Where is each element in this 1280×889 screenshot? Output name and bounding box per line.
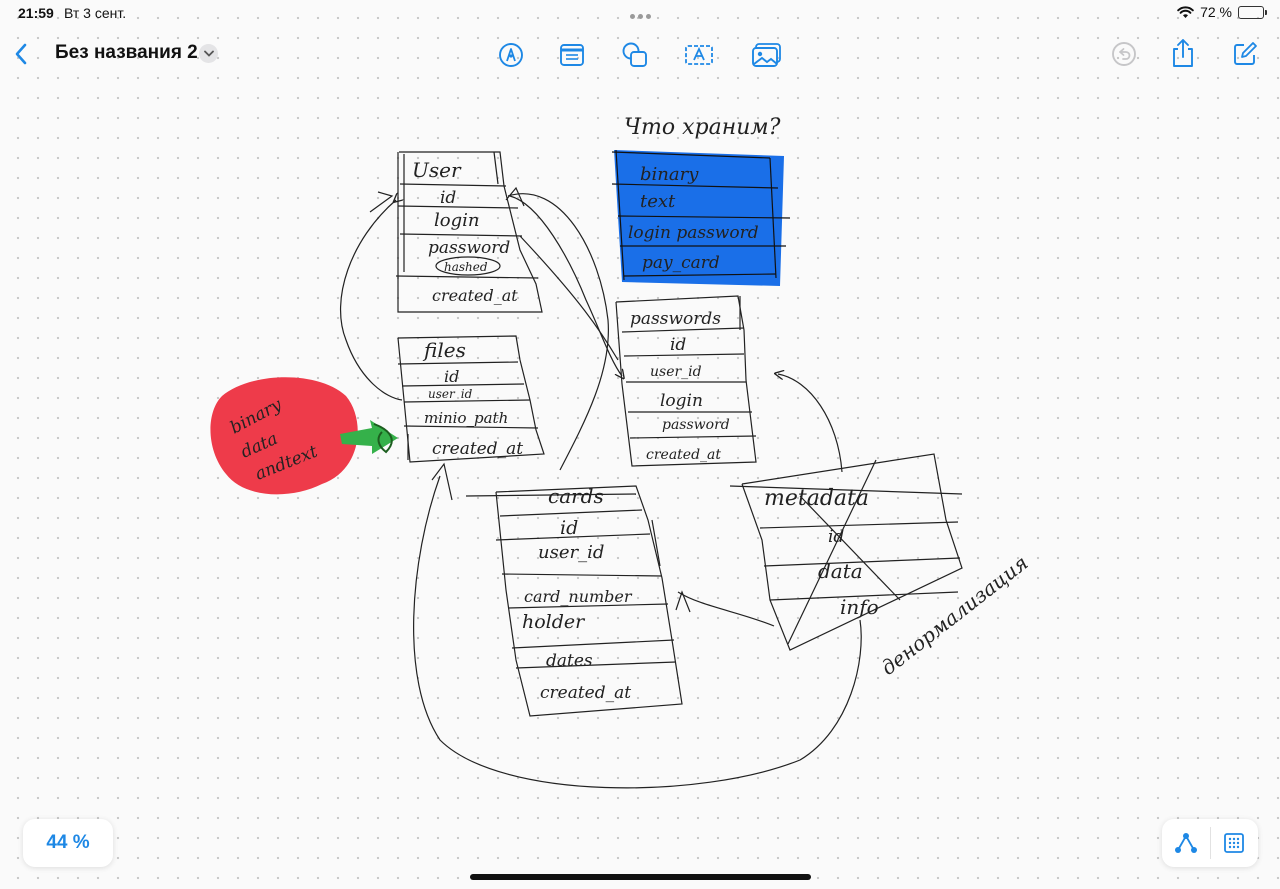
media-button[interactable] <box>751 40 783 70</box>
pen-tool-button[interactable] <box>497 41 525 69</box>
nodes-icon <box>1174 833 1197 853</box>
metadata-table <box>729 453 963 651</box>
hashed-annotation-ring <box>435 256 501 276</box>
passwords-field-login: login <box>660 391 703 411</box>
storage-types-fill <box>614 150 784 286</box>
green-arrow-fill <box>340 420 398 454</box>
connectors-button[interactable] <box>1162 819 1210 867</box>
cards-field-user-id: user_id <box>538 542 604 563</box>
files-field-minio-path: minio_path <box>424 409 508 427</box>
binary-data-blob: binary data andtext <box>210 377 358 495</box>
green-arrow <box>340 420 398 454</box>
storage-type-text: text <box>640 191 676 212</box>
cards-table-title: cards <box>548 484 604 508</box>
passwords-table <box>615 295 757 467</box>
cards-table <box>465 485 683 717</box>
bottom-tools <box>1162 819 1258 867</box>
user-table-title: User <box>412 158 462 182</box>
passwords-field-password: password <box>662 417 730 433</box>
passwords-field-user-id: user_id <box>650 364 702 380</box>
sticky-note-button[interactable] <box>558 41 586 69</box>
multitasking-dots-icon[interactable] <box>628 6 652 22</box>
document-title[interactable]: Без названия 2 <box>55 42 198 63</box>
cards-field-created-at: created_at <box>540 683 631 703</box>
home-indicator[interactable] <box>470 874 811 880</box>
user-field-password: password <box>428 238 510 258</box>
passwords-table-title: passwords <box>630 309 721 329</box>
cards-field-dates: dates <box>546 651 593 671</box>
compose-icon <box>1234 42 1257 65</box>
sticky-note-icon <box>560 44 584 66</box>
relationship-curves <box>339 186 862 789</box>
pen-tip-icon <box>499 43 523 67</box>
denormalization-note: денормализация <box>876 550 1032 679</box>
storage-types-block: binary text login password pay_card <box>611 149 791 286</box>
text-box-button[interactable] <box>684 41 714 69</box>
blob-fill <box>210 377 358 495</box>
metadata-field-info: info <box>840 595 879 619</box>
passwords-field-created-at: created_at <box>646 447 721 463</box>
metadata-table-title: metadata <box>764 486 869 511</box>
storage-type-binary: binary <box>640 164 699 185</box>
share-button[interactable] <box>1170 37 1196 69</box>
shapes-icon <box>622 42 647 67</box>
battery-percent: 72 % <box>1200 4 1232 20</box>
files-table-title: files <box>422 338 466 362</box>
files-field-id: id <box>444 367 459 386</box>
back-button[interactable] <box>10 40 32 68</box>
user-field-hashed-note: hashed <box>444 260 488 274</box>
grid-icon <box>1224 833 1245 853</box>
metadata-field-id: id <box>828 527 844 547</box>
share-icon <box>1173 39 1193 67</box>
files-field-user-id: user_id <box>428 387 473 401</box>
cards-field-id: id <box>560 517 578 539</box>
storage-type-login-password: login password <box>628 223 759 243</box>
zoom-level-button[interactable]: 44 % <box>23 819 113 867</box>
passwords-field-id: id <box>670 335 686 355</box>
undo-button[interactable] <box>1110 40 1138 68</box>
storage-type-pay-card: pay_card <box>642 253 720 273</box>
clock: 21:59 <box>18 5 54 21</box>
undo-icon <box>1112 42 1136 66</box>
metadata-field-data: data <box>818 559 863 583</box>
user-field-login: login <box>434 210 479 231</box>
battery-icon <box>1238 5 1267 19</box>
cards-field-card-number: card_number <box>524 587 633 606</box>
cards-field-holder: holder <box>522 611 586 633</box>
user-table <box>395 151 543 313</box>
files-table <box>397 335 545 463</box>
photo-icon <box>752 43 781 67</box>
status-bar: 21:59 Вт 3 сент. 72 % <box>0 0 1280 28</box>
user-field-id: id <box>440 188 456 208</box>
shapes-button[interactable] <box>620 40 650 70</box>
text-box-icon <box>685 45 713 65</box>
storage-question: Что храним? <box>624 115 781 140</box>
date: Вт 3 сент. <box>64 5 127 21</box>
zoom-level: 44 % <box>46 832 90 853</box>
wifi-icon <box>1177 5 1194 18</box>
chevron-down-icon <box>203 50 214 57</box>
user-field-created-at: created_at <box>432 286 518 305</box>
toolbar: Без названия 2 <box>0 30 1280 80</box>
files-field-created-at: created_at <box>432 439 523 459</box>
title-menu-button[interactable] <box>199 44 218 63</box>
grid-toggle-button[interactable] <box>1211 819 1259 867</box>
new-board-button[interactable] <box>1231 40 1259 68</box>
chevron-left-icon <box>15 43 27 65</box>
